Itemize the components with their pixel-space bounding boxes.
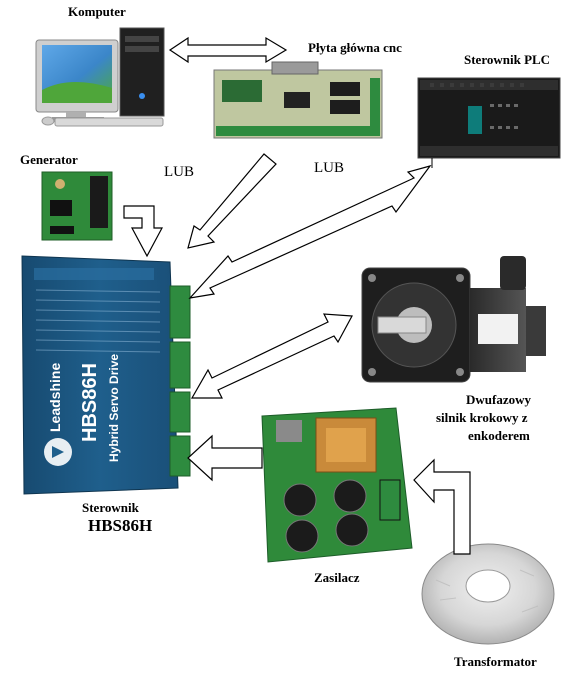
driver-model: HBS86H xyxy=(79,363,101,442)
driver-brand: Leadshine xyxy=(47,363,63,432)
plc-image xyxy=(417,77,561,159)
label-lub-2: LUB xyxy=(314,160,344,176)
cnc-board-image xyxy=(213,61,383,139)
driver-subtitle: Hybrid Servo Drive xyxy=(107,354,121,462)
transformer-image xyxy=(421,543,555,645)
label-hbs86h: HBS86H xyxy=(88,516,153,535)
stepper-motor-image xyxy=(361,256,546,383)
label-zasilacz: Zasilacz xyxy=(314,570,360,585)
label-sterownik: Sterownik xyxy=(82,500,139,515)
computer-image xyxy=(35,27,165,127)
servo-driver-image: Leadshine HBS86H Hybrid Servo Drive xyxy=(21,255,191,495)
label-silnik-line-2: silnik krokowy z xyxy=(436,410,528,425)
label-silnik-line-3: enkoderem xyxy=(468,428,530,443)
arrow-cnc-driver xyxy=(187,153,277,249)
arrow-generator-driver xyxy=(123,205,164,258)
power-supply-image xyxy=(261,407,413,563)
label-generator: Generator xyxy=(20,152,78,167)
label-sterownik-plc: Sterownik PLC xyxy=(464,52,551,67)
label-transformator: Transformator xyxy=(454,654,537,669)
label-komputer: Komputer xyxy=(68,4,126,19)
arrow-powersupply-driver xyxy=(187,434,263,482)
generator-image xyxy=(41,171,113,241)
double-arrow-computer-cnc xyxy=(168,36,288,64)
label-silnik-line-1: Dwufazowy xyxy=(466,392,531,407)
double-arrow-plc-driver xyxy=(188,164,432,299)
arrow-transformer-powersupply xyxy=(413,458,471,555)
label-lub-1: LUB xyxy=(164,164,194,180)
label-plyta-glowna-cnc: Płyta główna cnc xyxy=(308,40,402,55)
double-arrow-motor-driver xyxy=(190,313,353,399)
